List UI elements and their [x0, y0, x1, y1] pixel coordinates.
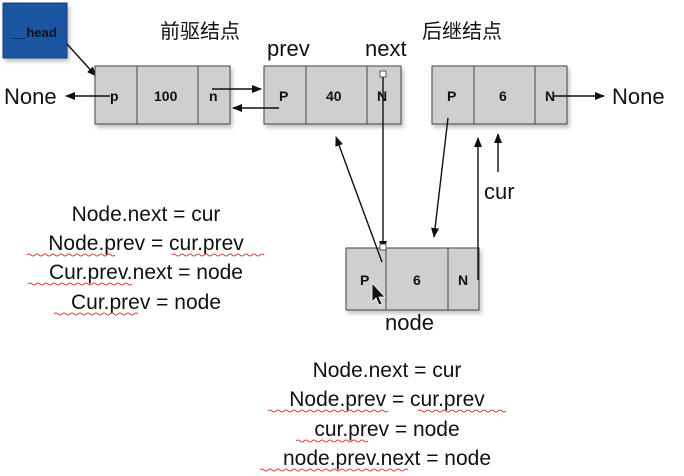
spellcheck-squiggle: [26, 253, 116, 257]
head-node-value: 100: [154, 88, 178, 104]
spellcheck-squiggle: [171, 253, 265, 257]
new-node-n: N: [458, 272, 468, 288]
code-block-left: Node.next = cur Node.prev = cur.prev Cur…: [48, 203, 244, 314]
prev-node: [263, 65, 402, 125]
pointer-anchor-top: [379, 70, 387, 78]
code-left-line-3: Cur.prev.next = node: [49, 261, 243, 284]
prev-node-value: 40: [326, 88, 342, 104]
code-bottom-line-1: Node.next = cur: [313, 359, 462, 382]
head-label: __head: [11, 25, 57, 40]
new-node: [345, 247, 480, 311]
head-pointer-box: [2, 2, 68, 59]
spellcheck-squiggle: [267, 409, 389, 413]
head-node-n: n: [209, 88, 218, 104]
code-left-line-4: Cur.prev = node: [71, 291, 221, 314]
code-bottom-line-2: Node.prev = cur.prev: [289, 388, 485, 411]
code-left-line-1: Node.next = cur: [72, 203, 221, 226]
prev-node-p: P: [279, 88, 288, 104]
spellcheck-squiggle: [27, 282, 133, 286]
prev-label: prev: [267, 36, 310, 61]
code-bottom-line-4: node.prev.next = node: [283, 447, 491, 470]
mouse-cursor-icon: [371, 281, 386, 306]
head-node-p: p: [110, 88, 119, 104]
code-bottom-line-3: cur.prev = node: [314, 418, 459, 441]
pointer-anchor-bottom: [379, 243, 387, 251]
cur-node: [431, 65, 568, 125]
spellcheck-squiggle: [295, 439, 369, 443]
arrow-node-prev-to-prev: [335, 136, 383, 263]
spellcheck-squiggle: [53, 312, 139, 316]
prev-node-n: N: [377, 88, 387, 104]
new-node-value: 6: [413, 272, 421, 288]
spellcheck-squiggle: [259, 468, 409, 472]
cur-node-value: 6: [499, 88, 507, 104]
code-left-line-2: Node.prev = cur.prev: [48, 232, 244, 255]
head-arrow: [66, 43, 97, 77]
predecessor-title: 前驱结点: [160, 19, 240, 43]
code-block-bottom: Node.next = cur Node.prev = cur.prev cur…: [283, 359, 491, 470]
successor-title: 后继结点: [422, 19, 502, 43]
cur-node-p: P: [447, 88, 456, 104]
none-right-label: None: [612, 84, 665, 109]
head-node: [94, 65, 231, 125]
arrow-cur-prev-to-node: [431, 117, 449, 238]
cur-node-n: N: [545, 88, 555, 104]
new-node-p: P: [360, 272, 369, 288]
cur-label: cur: [484, 179, 515, 204]
spellcheck-squiggle: [417, 409, 507, 413]
next-label: next: [365, 36, 407, 61]
node-label: node: [385, 310, 434, 335]
none-left-label: None: [4, 84, 57, 109]
